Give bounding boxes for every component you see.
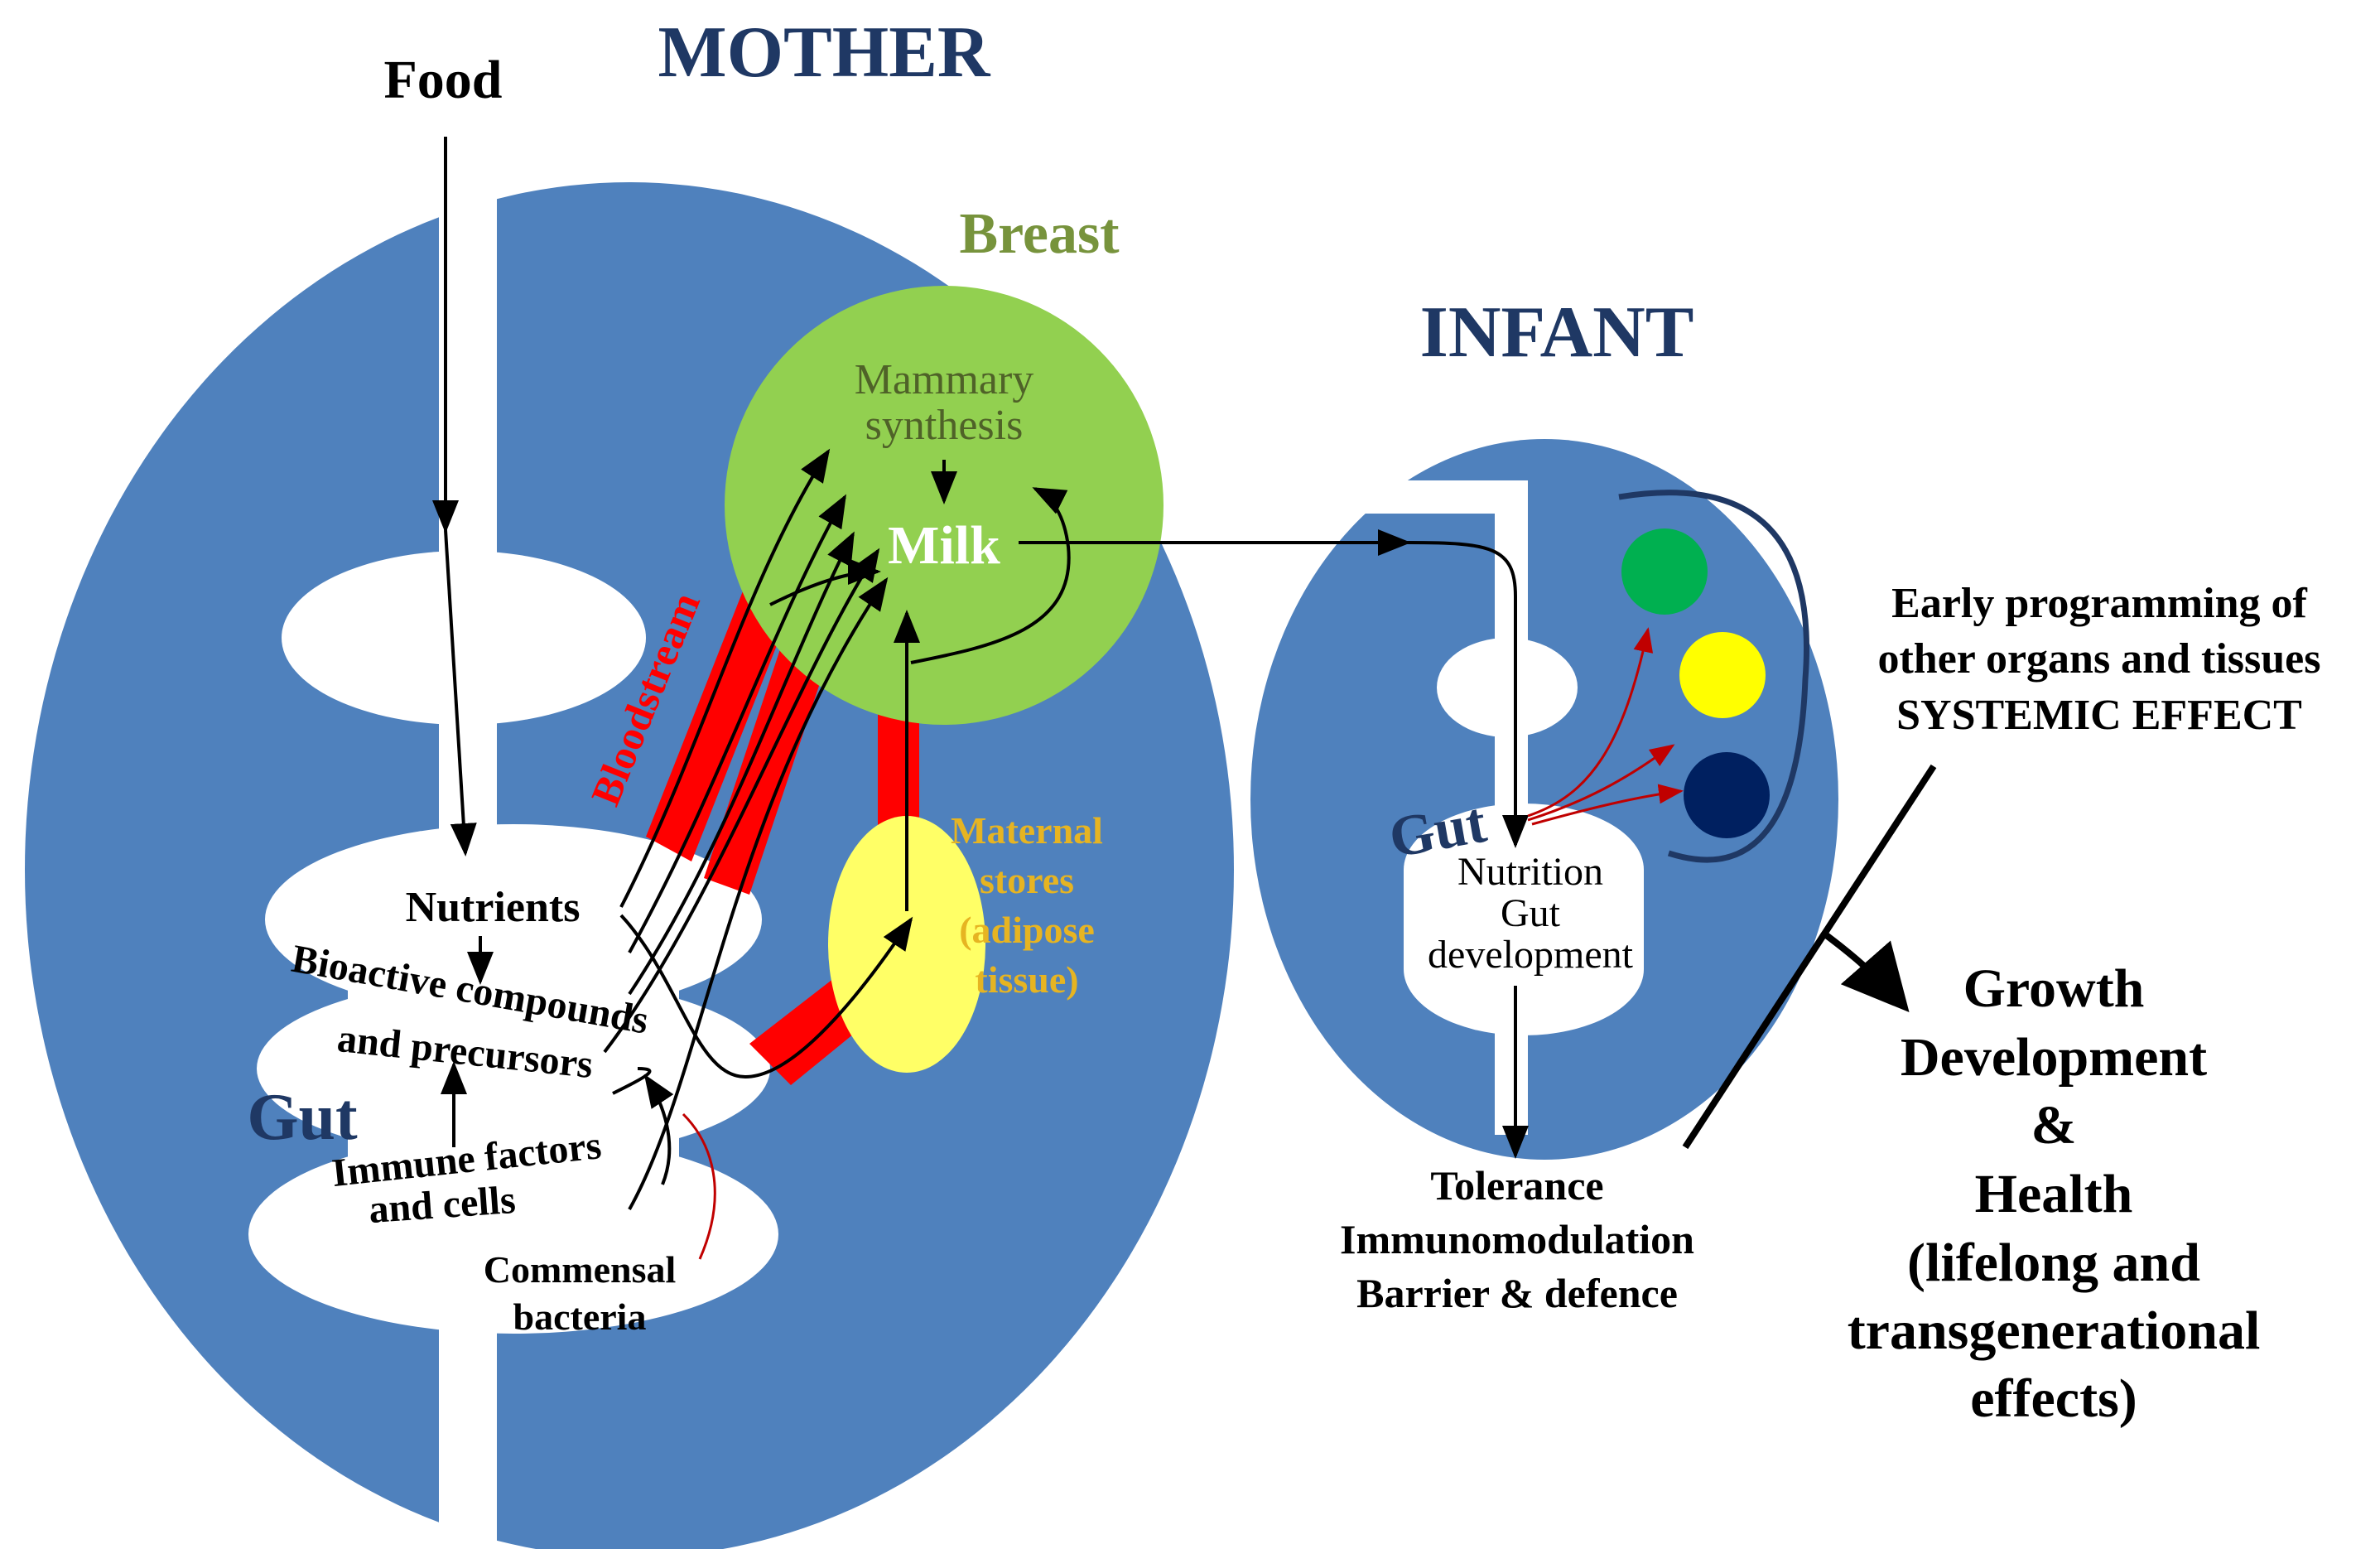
- nutrients-label: Nutrients: [406, 884, 581, 931]
- outcome-transgenerational: transgenerational: [1848, 1300, 2261, 1361]
- mammary-synthesis-line2: synthesis: [865, 402, 1024, 449]
- maternal-stores-line1: Maternal: [951, 809, 1103, 852]
- infant-body: [1250, 439, 1838, 1160]
- gut-dev-line1: Gut: [1501, 891, 1561, 935]
- commensal-line2: bacteria: [513, 1296, 647, 1338]
- milk-label: Milk: [888, 515, 1000, 576]
- local-effect-barrier: Barrier & defence: [1356, 1270, 1678, 1316]
- outcome-growth: Growth: [1963, 958, 2145, 1019]
- food-label: Food: [383, 50, 502, 110]
- mother-title: MOTHER: [658, 12, 991, 93]
- maternal-stores-line2: stores: [980, 859, 1074, 901]
- outcome-lifelong: (lifelong and: [1907, 1233, 2200, 1293]
- systemic-line2: other organs and tissues: [1877, 635, 2320, 683]
- mammary-synthesis-line1: Mammary: [855, 356, 1034, 403]
- breast-label: Breast: [959, 202, 1119, 266]
- outcome-ampersand: &: [2031, 1095, 2077, 1156]
- systemic-line3: SYSTEMIC EFFECT: [1896, 692, 2302, 739]
- organ-navy-circle: [1684, 752, 1770, 838]
- red-arrows: [682, 627, 1684, 1260]
- systemic-connector: [1682, 764, 1937, 1150]
- nutrition-label: Nutrition: [1457, 850, 1603, 894]
- immune-line2: and cells: [368, 1178, 518, 1232]
- commensal-line1: Commensal: [484, 1248, 677, 1291]
- local-effect-immunomodulation: Immunomodulation: [1340, 1216, 1694, 1262]
- outcome-effects: effects): [1970, 1368, 2137, 1429]
- gut-dev-line2: development: [1428, 933, 1634, 977]
- organ-bracket: [1618, 490, 1809, 863]
- maternal-stores-line4: tissue): [975, 958, 1078, 1001]
- local-effect-tolerance: Tolerance: [1430, 1162, 1603, 1209]
- infant-title: INFANT: [1420, 292, 1694, 373]
- organ-yellow-circle: [1679, 632, 1766, 718]
- outcome-health: Health: [1975, 1164, 2133, 1224]
- maternal-stores-line3: (adipose: [959, 909, 1095, 951]
- breast-circle: [725, 286, 1164, 725]
- systemic-line1: Early programming of: [1891, 580, 2307, 627]
- outcome-development: Development: [1901, 1027, 2207, 1088]
- mother-gut-label: Gut: [247, 1081, 358, 1154]
- arrows: [432, 137, 1529, 1210]
- organ-green-circle: [1621, 528, 1708, 615]
